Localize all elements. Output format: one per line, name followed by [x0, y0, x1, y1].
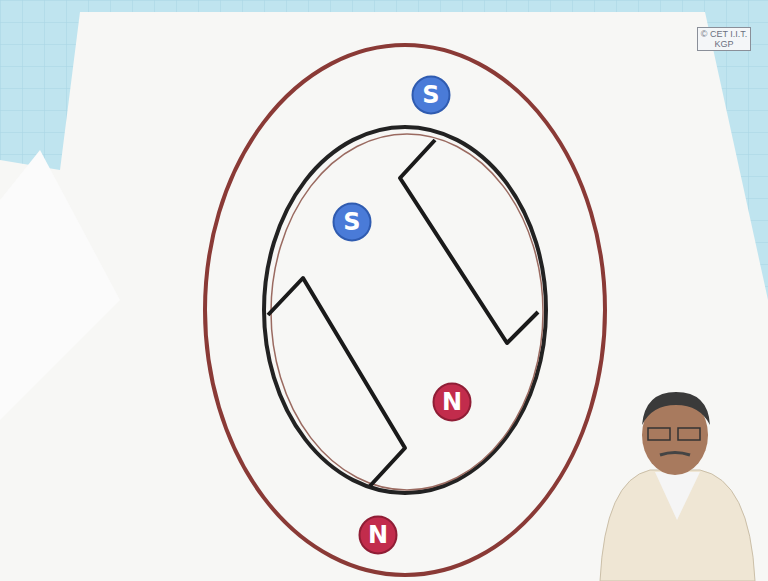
stator-ring	[205, 45, 605, 575]
pole-marker: N	[432, 382, 472, 422]
rotor-outline	[264, 127, 546, 493]
air-gap	[271, 134, 543, 490]
rotor-pole	[268, 278, 405, 486]
rotor-pole	[400, 140, 538, 343]
watermark-text: © CET I.I.T. KGP	[698, 29, 750, 49]
pole-letter: S	[343, 210, 360, 234]
paper-fold	[0, 150, 120, 420]
pole-marker: S	[411, 75, 451, 115]
pole-marker: N	[358, 515, 398, 555]
paper-sheet	[0, 12, 768, 581]
pole-letter: N	[368, 523, 388, 547]
pole-letter: N	[442, 390, 462, 414]
watermark-box: © CET I.I.T. KGP	[697, 27, 751, 51]
pole-marker: S	[332, 202, 372, 242]
pole-letter: S	[422, 83, 439, 107]
presenter	[600, 392, 755, 581]
